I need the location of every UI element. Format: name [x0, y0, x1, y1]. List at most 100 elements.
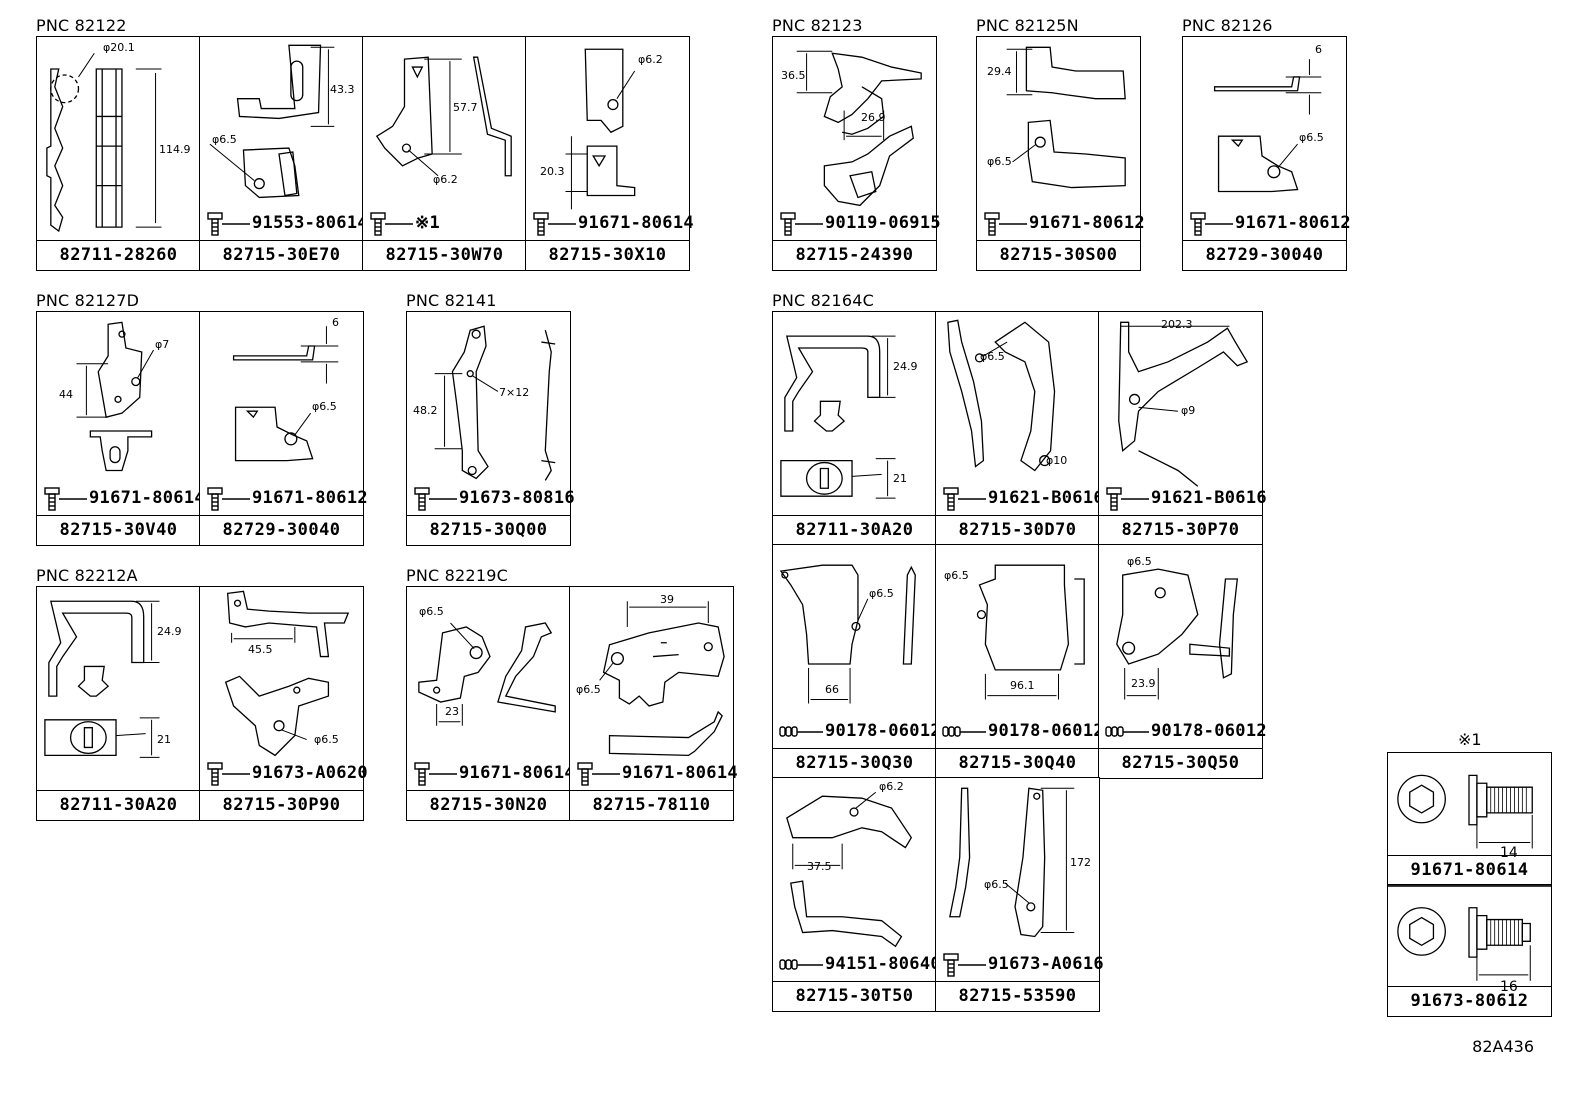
part-cell[interactable]: 6 φ6.5 91671-80612 82729-30040 [1182, 36, 1351, 271]
part-cell[interactable]: φ20.1 114.9 82711-28260 [36, 36, 201, 271]
dimension-label: 14 [1500, 845, 1518, 861]
part-drawing [407, 587, 570, 820]
dimension-label: φ6.5 [869, 587, 894, 600]
part-number: 82715-30V40 [37, 515, 200, 545]
dimension-label: 96.1 [1010, 679, 1035, 692]
bolt-icon [1190, 212, 1233, 236]
part-drawing [526, 37, 689, 270]
dimension-label: φ6.5 [1127, 555, 1152, 568]
part-number: 82715-30Q30 [773, 748, 936, 778]
part-cell[interactable]: φ6.5 23 91671-80614 82715-30N20 [406, 586, 575, 821]
dimension-label: φ6.5 [314, 733, 339, 746]
dimension-label: φ10 [1046, 454, 1068, 467]
dimension-label: φ6.5 [980, 350, 1005, 363]
part-cell[interactable]: φ6.2 37.5 94151-80640 82715-30T50 [772, 777, 941, 1012]
clip-icon [779, 726, 823, 737]
pnc-label: PNC 82219C [406, 566, 508, 585]
bolt-icon [943, 953, 986, 977]
figure-code: 82A436 [1472, 1037, 1534, 1056]
part-cell[interactable]: 48.2 7×12 91673-80816 82715-30Q00 [406, 311, 575, 546]
bolt-icon [370, 212, 413, 236]
part-cell[interactable]: 36.5 26.9 90119-06915 82715-24390 [772, 36, 941, 271]
part-cell[interactable]: φ6.5 φ10 91621-B0616 82715-30D70 [935, 311, 1104, 546]
pnc-label: PNC 82127D [36, 291, 140, 310]
fastener-number: 91671-80614 [89, 488, 205, 508]
dimension-label: φ6.2 [879, 780, 904, 793]
dimension-label: φ6.5 [576, 683, 601, 696]
dimension-label: 6 [332, 316, 339, 329]
part-cell[interactable]: φ6.2 20.3 91671-80614 82715-30X10 [525, 36, 694, 271]
fastener-number: 90119-06915 [825, 213, 941, 233]
part-number: 82715-30D70 [936, 515, 1099, 545]
note-mark: ※1 [1458, 730, 1482, 749]
bolt-icon [207, 487, 250, 511]
bolt-icon [207, 762, 250, 786]
part-drawing [37, 37, 200, 270]
part-number: 82715-30Q50 [1099, 748, 1262, 778]
bolt-icon [207, 212, 250, 236]
part-number: 82715-30E70 [200, 240, 363, 270]
fastener-number: 90178-06012 [988, 721, 1104, 741]
fastener-number: 91673-A0616 [988, 954, 1104, 974]
part-number: 82729-30040 [200, 515, 363, 545]
part-drawing [936, 545, 1099, 778]
fastener-number: 91671-80614 [622, 763, 738, 783]
part-drawing [773, 778, 936, 1011]
part-number: 82715-30P90 [200, 790, 363, 820]
part-drawing [363, 37, 526, 270]
bolt-icon [577, 762, 620, 786]
bolt-icon [414, 487, 457, 511]
part-number: 82715-30P70 [1099, 515, 1262, 545]
dimension-label: φ6.2 [433, 173, 458, 186]
bolt-icon [943, 487, 986, 511]
part-drawing [200, 312, 363, 545]
part-number: 82711-28260 [37, 240, 200, 270]
pnc-label: PNC 82126 [1182, 16, 1273, 35]
clip-icon [1105, 726, 1149, 737]
part-number: 82711-30A20 [773, 515, 936, 545]
part-number: 82715-30N20 [407, 790, 570, 820]
part-number: 82715-30Q40 [936, 748, 1099, 778]
part-cell[interactable]: 24.9 21 82711-30A20 [36, 586, 201, 821]
dimension-label: 66 [825, 683, 839, 696]
fastener-number: 91621-B0616 [988, 488, 1104, 508]
part-number: 91671-80614 [1388, 855, 1551, 885]
part-cell[interactable]: φ6.5 96.1 90178-06012 82715-30Q40 [935, 544, 1104, 779]
fastener-number: 90178-06012 [1151, 721, 1267, 741]
dimension-label: φ6.5 [419, 605, 444, 618]
part-cell[interactable]: 39 φ6.5 91671-80614 82715-78110 [569, 586, 738, 821]
part-cell[interactable]: 57.7 φ6.2 ※1 82715-30W70 [362, 36, 527, 271]
part-cell[interactable]: φ6.5 23.9 90178-06012 82715-30Q50 [1098, 544, 1267, 779]
part-cell[interactable]: φ7 44 91671-80614 82715-30V40 [36, 311, 205, 546]
fastener-number: 91671-80614 [578, 213, 694, 233]
fastener-number: 91673-A0620 [252, 763, 368, 783]
part-drawing [1099, 545, 1262, 778]
part-drawing [570, 587, 733, 820]
part-number: 82715-30Q00 [407, 515, 570, 545]
part-cell[interactable]: φ6.5 66 90178-06012 82715-30Q30 [772, 544, 941, 779]
part-cell[interactable]: φ6.5 172 91673-A0616 82715-53590 [935, 777, 1104, 1012]
fastener-number: 90178-06012 [825, 721, 941, 741]
part-cell[interactable]: 43.3 φ6.5 91553-80614 82715-30E70 [199, 36, 368, 271]
part-number: 91673-80612 [1388, 986, 1551, 1016]
part-drawing [773, 545, 936, 778]
part-cell[interactable]: 6 φ6.5 91671-80612 82729-30040 [199, 311, 368, 546]
part-cell[interactable]: 24.9 21 82711-30A20 [772, 311, 937, 546]
dimension-label: 172 [1070, 856, 1091, 869]
part-cell[interactable]: 29.4 φ6.5 91671-80612 82715-30S00 [976, 36, 1145, 271]
part-drawing [977, 37, 1140, 270]
dimension-label: φ7 [155, 338, 170, 351]
part-number: 82729-30040 [1183, 240, 1346, 270]
bolt-icon [984, 212, 1027, 236]
part-number: 82715-78110 [570, 790, 733, 820]
dimension-label: 7×12 [499, 386, 530, 399]
part-cell[interactable]: 45.5 φ6.5 91673-A0620 82715-30P90 [199, 586, 368, 821]
part-drawing [1183, 37, 1346, 270]
part-number: 82711-30A20 [37, 790, 200, 820]
dimension-label: 20.3 [540, 165, 565, 178]
dimension-label: 24.9 [157, 625, 182, 638]
bolt-icon [780, 212, 823, 236]
pnc-label: PNC 82125N [976, 16, 1079, 35]
part-cell[interactable]: 202.3 φ9 91621-B0616 82715-30P70 [1098, 311, 1267, 546]
dimension-label: 26.9 [861, 111, 886, 124]
